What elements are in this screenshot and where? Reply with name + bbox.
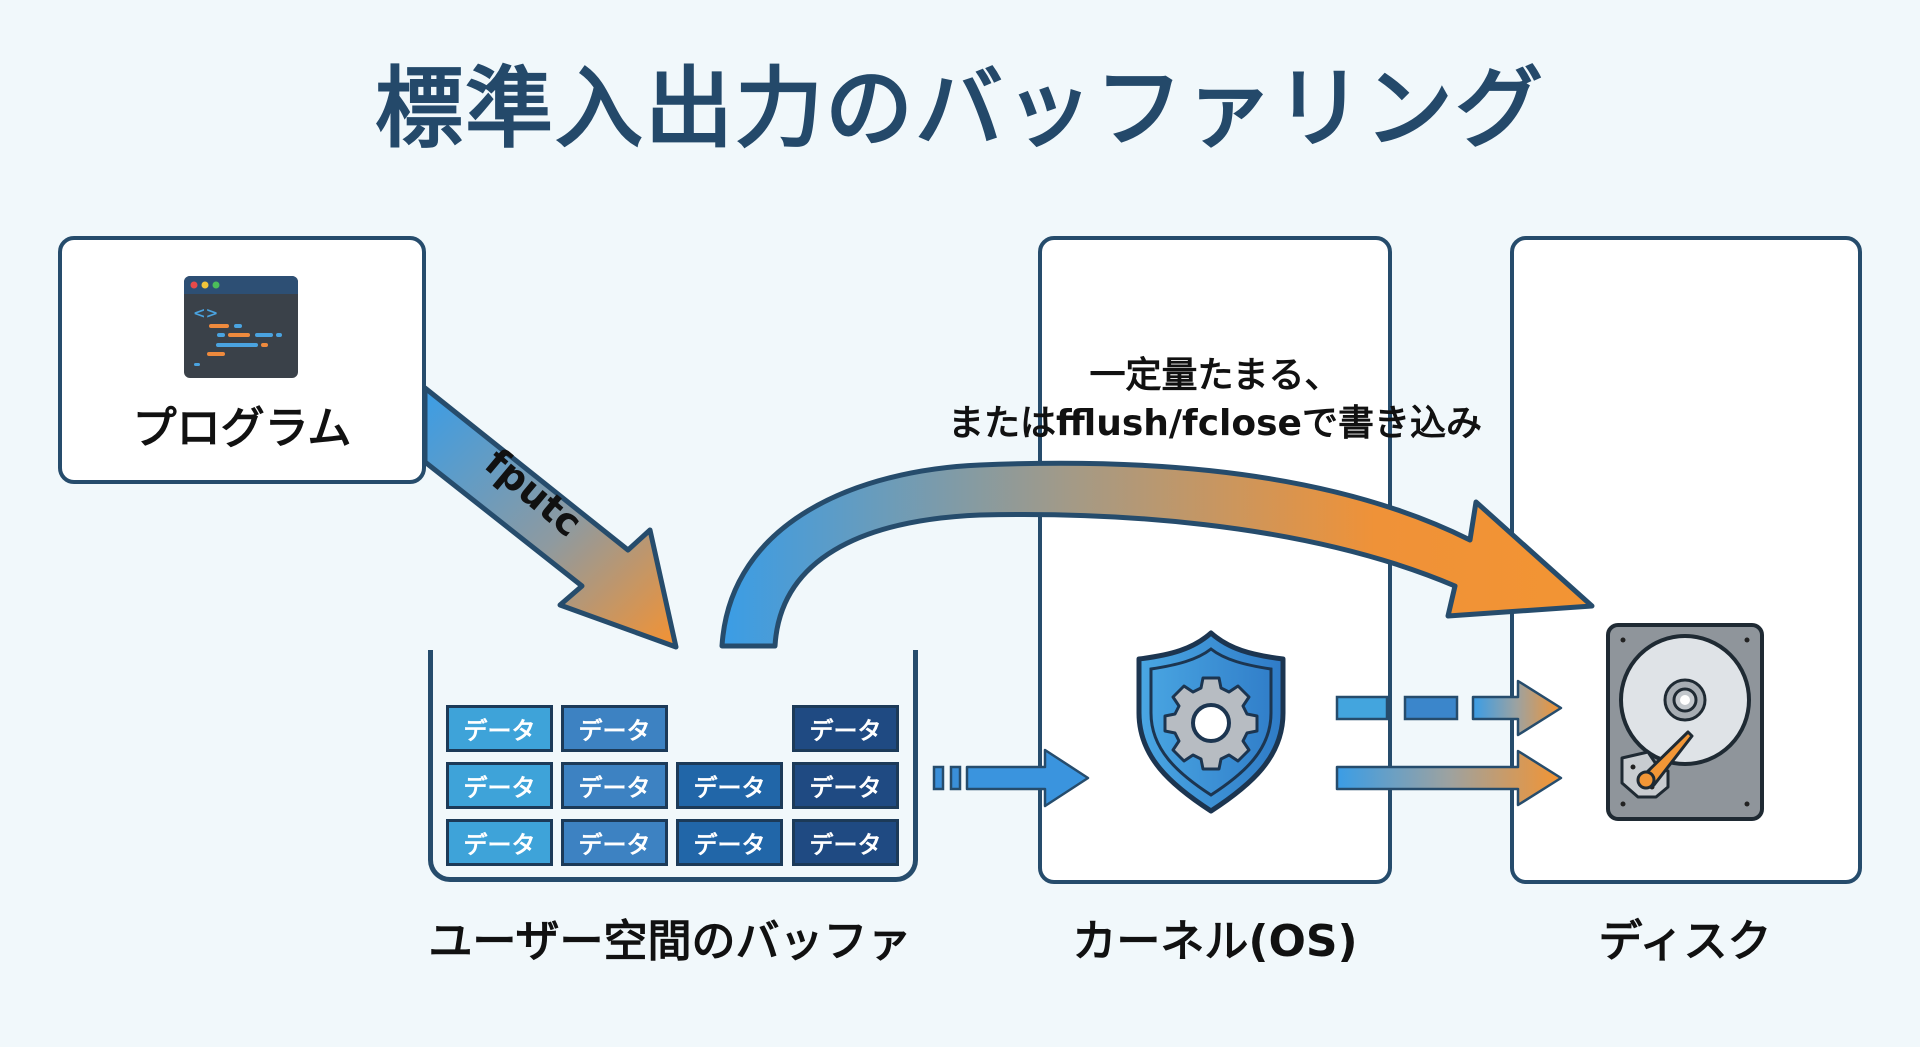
data-block: データ xyxy=(446,819,553,866)
data-block: データ xyxy=(676,819,783,866)
data-block: データ xyxy=(446,705,553,752)
flush-annotation-line2: またはfflush/fcloseで書き込み xyxy=(948,403,1482,444)
data-block: データ xyxy=(792,819,899,866)
data-block: データ xyxy=(792,705,899,752)
data-block: データ xyxy=(676,762,783,809)
data-block: データ xyxy=(446,762,553,809)
data-block: データ xyxy=(792,762,899,809)
data-block: データ xyxy=(561,819,668,866)
kernel-panel xyxy=(1038,236,1392,884)
disk-panel xyxy=(1510,236,1862,884)
data-block: データ xyxy=(561,705,668,752)
program-label: プログラム xyxy=(132,403,352,454)
user-space-buffer xyxy=(428,650,918,882)
kernel-label: カーネル(OS) xyxy=(1072,916,1358,967)
page-title: 標準入出力のバッファリング xyxy=(374,57,1545,160)
data-block: データ xyxy=(561,762,668,809)
fputc-label: fputc xyxy=(476,440,591,546)
flush-annotation: 一定量たまる、 またはfflush/fcloseで書き込み xyxy=(900,352,1530,448)
flush-annotation-line1: 一定量たまる、 xyxy=(1089,355,1341,396)
buffer-label: ユーザー空間のバッファ xyxy=(428,916,912,967)
disk-label: ディスク xyxy=(1598,916,1772,967)
